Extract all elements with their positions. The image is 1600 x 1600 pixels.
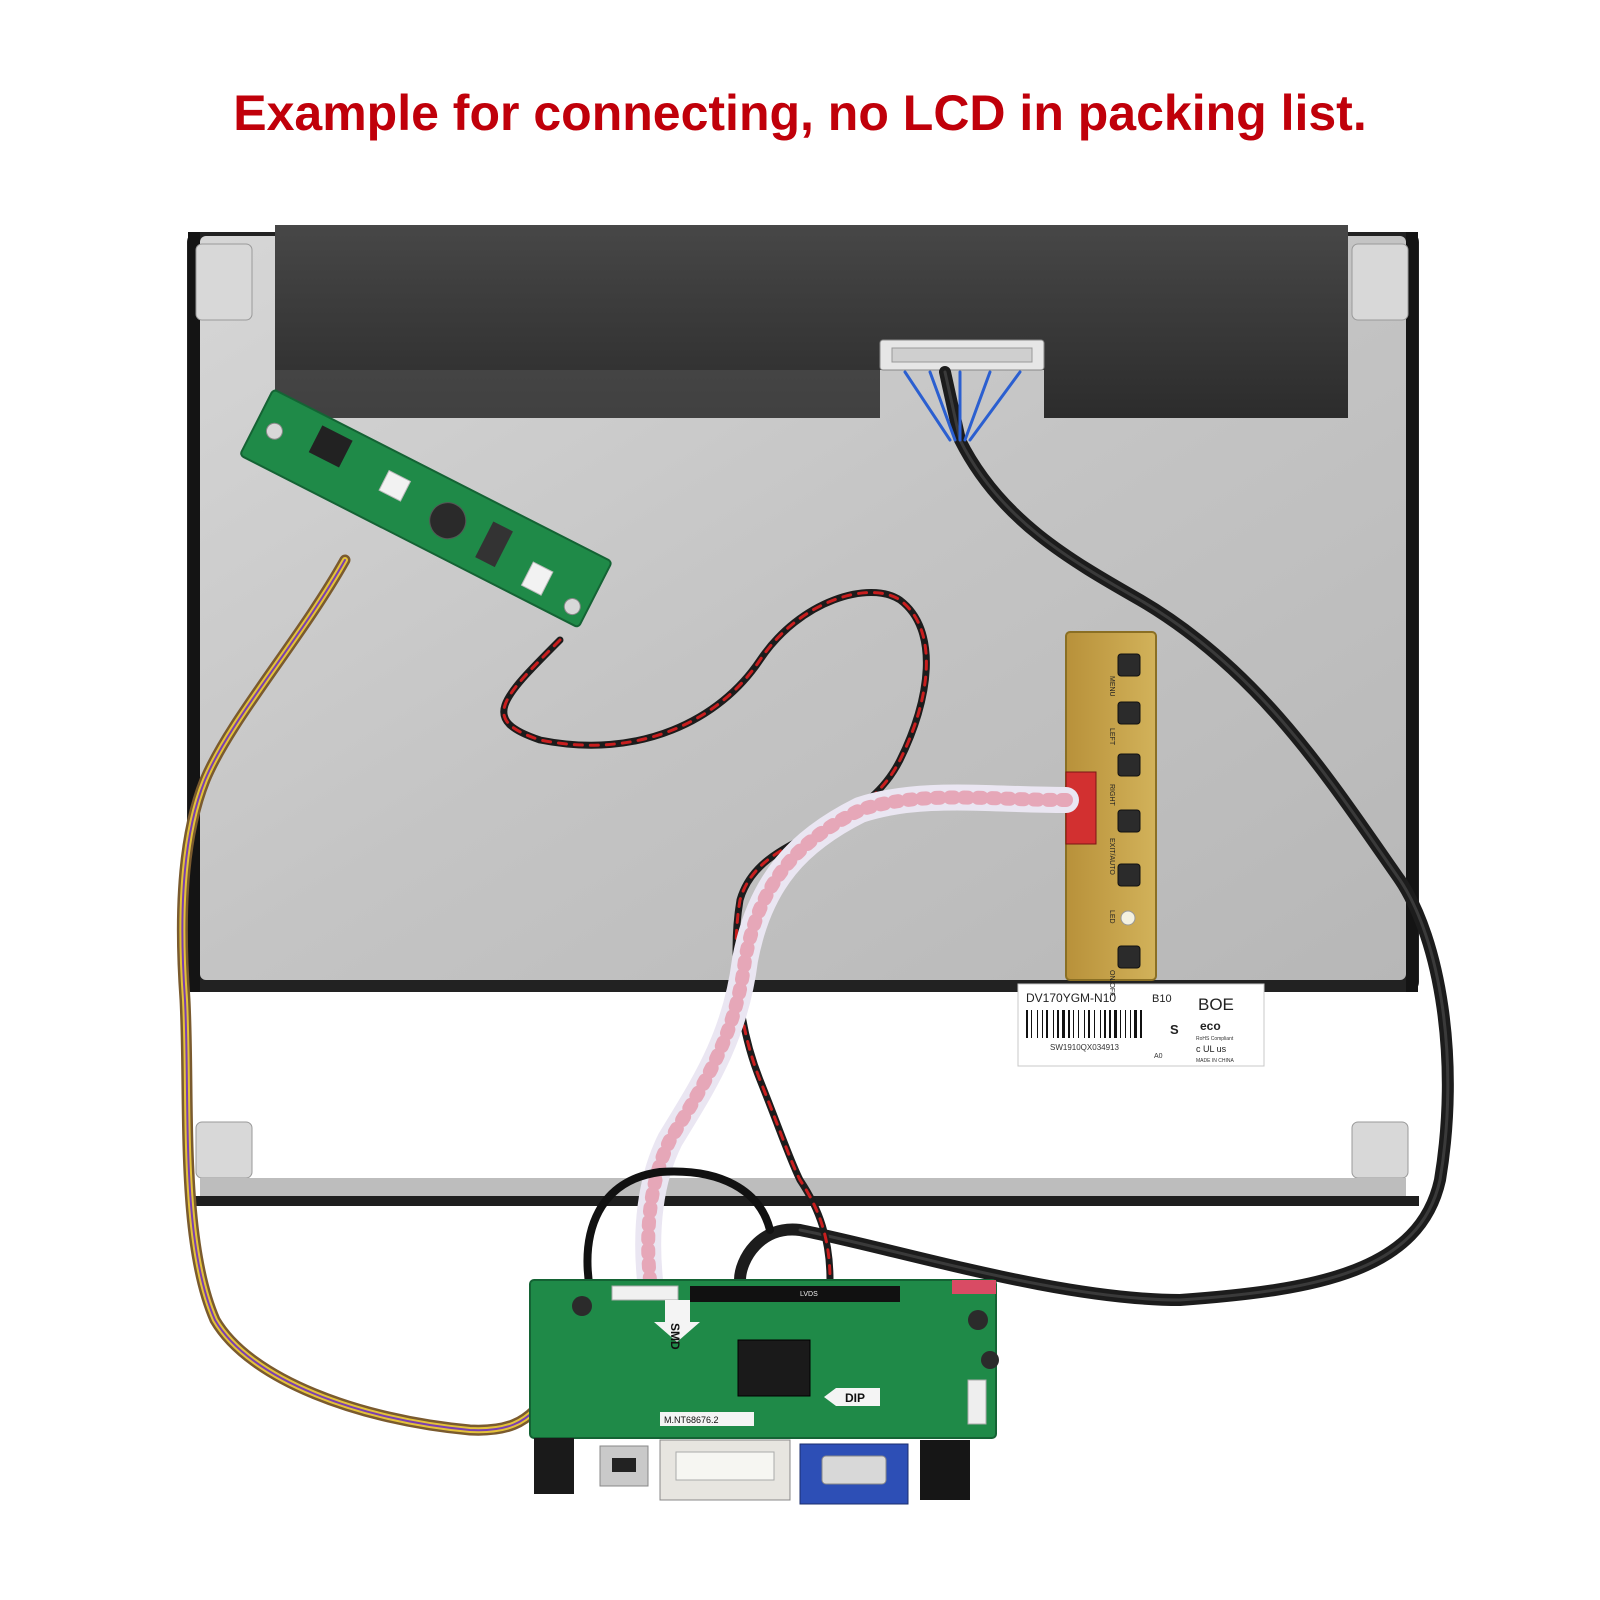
key-label-exit-auto: EXIT/AUTO — [1108, 838, 1115, 875]
board-keypad-header — [611, 1285, 679, 1301]
board-lvds-header — [690, 1286, 900, 1302]
protective-film — [275, 225, 1348, 418]
sticker-ul-mark: c UL us — [1196, 1044, 1227, 1054]
key-label-left: LEFT — [1108, 728, 1115, 746]
board-inverter-header — [952, 1280, 996, 1294]
sticker-grade: S — [1170, 1022, 1179, 1037]
smd-arrow — [654, 1300, 700, 1342]
key-button — [1117, 809, 1141, 833]
key-board — [1065, 631, 1157, 981]
scaler-chip — [737, 1339, 811, 1397]
sticker-rohs-text: RoHS Compliant — [1196, 1036, 1234, 1042]
lvds-silk-label: LVDS — [800, 1291, 818, 1298]
label-sticker: DV170YGM-N10 B10 BOE S SW1910QX034913 A0… — [1017, 983, 1265, 1067]
inverter-board — [240, 389, 612, 628]
key-button — [1117, 653, 1141, 677]
sticker-serial: SW1910QX034913 — [1050, 1043, 1119, 1052]
smd-label: SMD — [668, 1323, 682, 1350]
status-led — [1120, 910, 1136, 926]
key-label-menu: MENU — [1108, 676, 1115, 697]
key-label-on-off: ON/OFF — [1108, 970, 1115, 996]
sticker-small-code: A0 — [1154, 1053, 1163, 1060]
key-button — [1117, 701, 1141, 725]
corner-bracket — [195, 1121, 253, 1179]
corner-bracket — [195, 243, 253, 321]
corner-bracket — [1351, 243, 1409, 321]
key-button — [1117, 863, 1141, 887]
caption-title: Example for connecting, no LCD in packin… — [233, 85, 1367, 141]
corner-bracket — [1351, 1121, 1409, 1179]
led-label: LED — [1108, 910, 1115, 924]
dip-arrow — [824, 1388, 880, 1406]
dip-label: DIP — [845, 1391, 865, 1405]
sticker-revision: B10 — [1152, 993, 1172, 1005]
sticker-origin: MADE IN CHINA — [1196, 1058, 1234, 1064]
key-label-right: RIGHT — [1108, 784, 1115, 807]
key-board-labels: MENU LEFT RIGHT EXIT/AUTO LED ON/OFF — [1108, 676, 1115, 996]
dc-jack — [534, 1438, 574, 1494]
key-button — [1117, 945, 1141, 969]
cables — [176, 366, 1454, 1436]
sticker-rohs-mark: eco — [1200, 1019, 1221, 1033]
driver-board: SMD DIP M.NT68676.2 LVDS — [529, 1279, 999, 1505]
key-button — [1117, 753, 1141, 777]
audio-jacks — [920, 1440, 970, 1500]
sticker-model: DV170YGM-N10 — [1026, 991, 1116, 1005]
sticker-barcode — [1026, 1010, 1142, 1038]
sticker-brand: BOE — [1198, 995, 1234, 1014]
board-model-label: M.NT68676.2 — [664, 1415, 719, 1425]
